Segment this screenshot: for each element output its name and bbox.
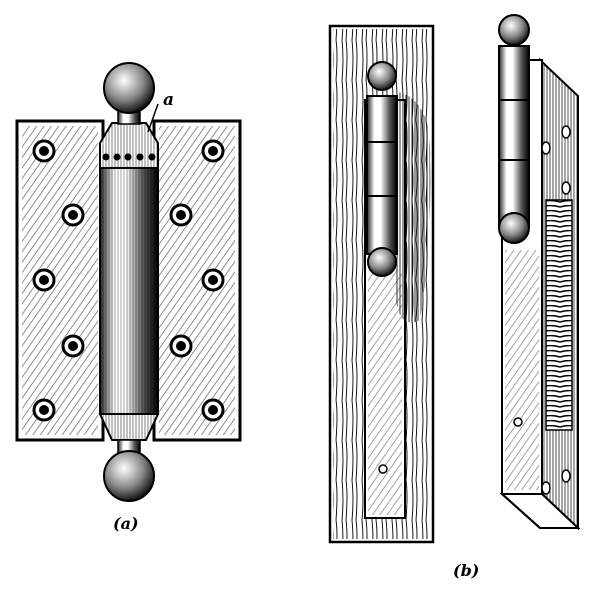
figure-label-b: (b) (453, 561, 480, 580)
figure-label-a: (a) (113, 514, 139, 533)
hinge-b-spring (498, 14, 581, 531)
hinge-b-spring-barrel (498, 45, 530, 227)
callout-letter: a (163, 90, 175, 110)
hinge-b-barrel (366, 95, 398, 255)
hinge-a-bottom-ball (103, 450, 155, 502)
hinge-a (15, 62, 242, 502)
hinge-a-top-ball (103, 62, 155, 114)
hinge-b-mortised (328, 24, 435, 544)
